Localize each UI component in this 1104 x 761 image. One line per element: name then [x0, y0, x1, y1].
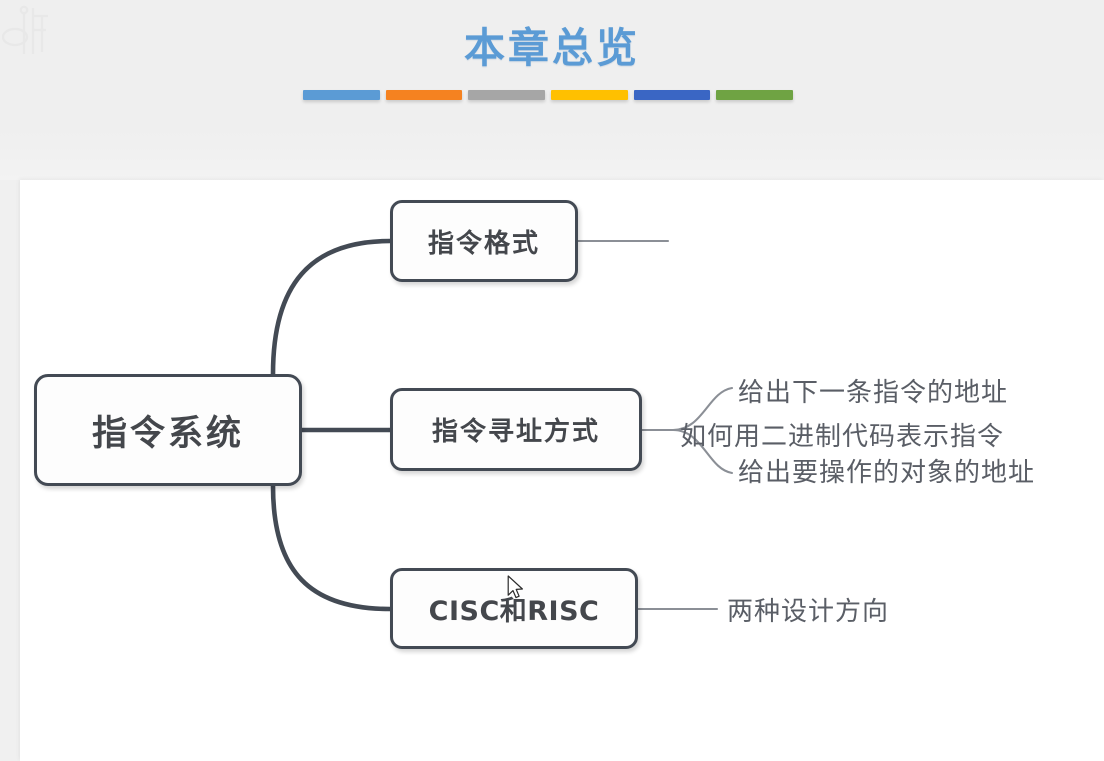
mindmap-node-root[interactable]: 指令系统: [34, 374, 302, 486]
accent-bar-yellow: [551, 90, 628, 100]
mindmap-connector-layer: [270, 238, 734, 612]
connector-root-to-format: [270, 238, 393, 377]
mindmap-leaf-next-instruction-address: 给出下一条指令的地址: [738, 378, 1009, 408]
accent-bar-blue: [303, 90, 380, 100]
mindmap-leaf-operand-address: 给出要操作的对象的地址: [738, 458, 1036, 488]
mindmap-leaf-design-directions: 两种设计方向: [727, 597, 890, 627]
content-panel: 指令系统 指令格式 指令寻址方式 CISC和RISC 如何用二进制代码表示指令 …: [20, 180, 1104, 761]
mindmap-leaf-format-description: 如何用二进制代码表示指令: [680, 422, 1005, 452]
page-title: 本章总览: [464, 24, 640, 72]
accent-bar-green: [716, 90, 794, 100]
mindmap-node-cisc-risc[interactable]: CISC和RISC: [390, 568, 638, 649]
mindmap-node-instruction-format[interactable]: 指令格式: [390, 200, 578, 282]
mindmap-diagram: 指令系统 指令格式 指令寻址方式 CISC和RISC 如何用二进制代码表示指令 …: [20, 180, 1104, 761]
accent-bar-dark-blue: [633, 90, 711, 100]
connector-root-to-cisc: [270, 483, 393, 612]
accent-bar-group: [303, 90, 794, 101]
connector-addressing-to-leaf-1: [671, 386, 734, 432]
connector-addressing-to-leaf-2: [671, 428, 734, 475]
slide-header: 本章总览: [0, 0, 1104, 180]
accent-bar-orange: [385, 90, 463, 100]
mindmap-node-addressing-mode[interactable]: 指令寻址方式: [390, 388, 642, 471]
accent-bar-gray: [468, 90, 546, 100]
